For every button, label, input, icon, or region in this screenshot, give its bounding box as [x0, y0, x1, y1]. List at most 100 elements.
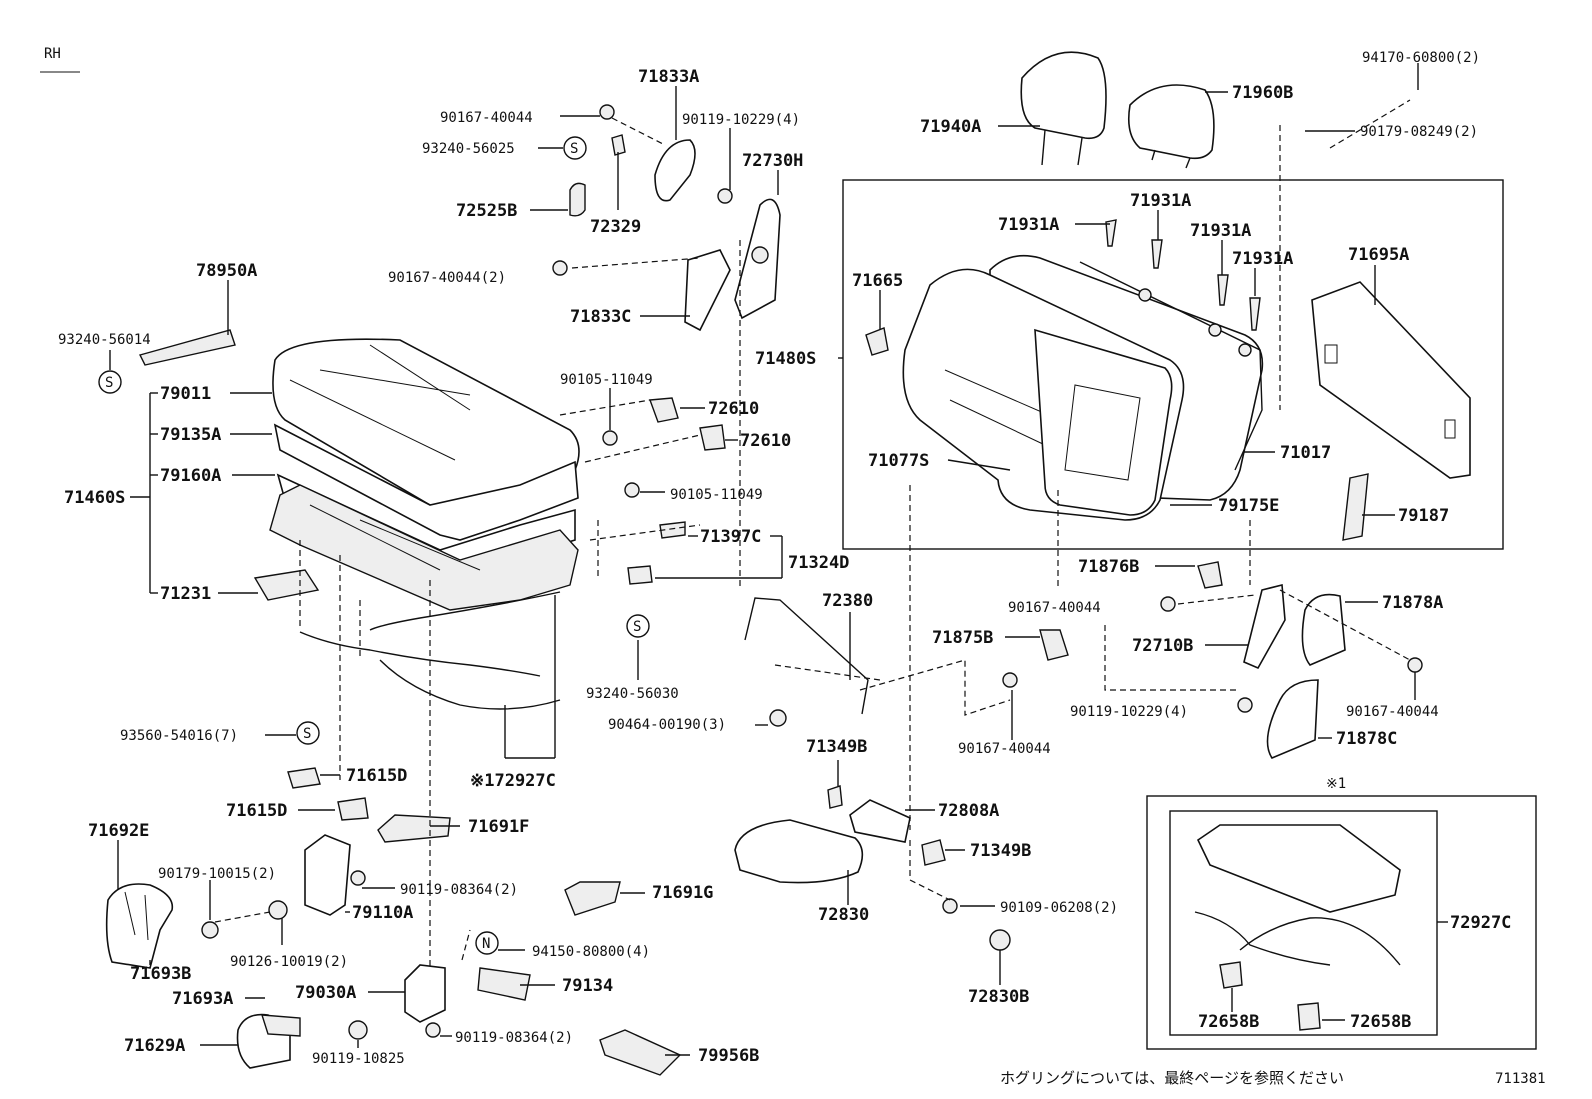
cover-79956b	[599, 1029, 682, 1076]
cover-71691g	[564, 881, 621, 916]
screw-90167-40044-c	[1160, 596, 1176, 612]
label-71324d: 71324D	[788, 553, 849, 573]
bolt-90105-11049-a	[602, 430, 618, 446]
lever-78950a	[138, 329, 236, 366]
label-93560-54016: 93560-54016(7)	[120, 728, 238, 744]
label-94150-80800: 94150-80800(4)	[532, 944, 650, 960]
bracket-72808a	[849, 799, 911, 843]
screw-90167-40044-e	[1407, 657, 1423, 673]
label-90119-10825: 90119-10825	[312, 1051, 405, 1067]
label-90167-40044-e: 90167-40044	[1346, 704, 1439, 720]
screw-90109	[942, 898, 958, 914]
cap-71615d-b	[337, 797, 369, 821]
svg-text:S: S	[105, 375, 113, 391]
label-172927c: ※172927C	[470, 771, 556, 791]
label-71349b-a: 71349B	[806, 737, 867, 757]
label-72610-b: 72610	[740, 431, 791, 451]
label-90105-11049-b: 90105-11049	[670, 487, 763, 503]
label-90167-40044-a: 90167-40044	[440, 110, 533, 126]
label-71077s: 71077S	[868, 451, 929, 471]
label-71931a-b: 71931A	[1130, 191, 1191, 211]
label-71231: 71231	[160, 584, 211, 604]
label-90119-08364-a: 90119-08364(2)	[400, 882, 518, 898]
label-72808a: 72808A	[938, 801, 999, 821]
leader-lines	[109, 63, 1448, 1056]
label-90109-06208: 90109-06208(2)	[1000, 900, 1118, 916]
label-79135a: 79135A	[160, 425, 221, 445]
label-72830b: 72830B	[968, 987, 1029, 1007]
label-71460s: 71460S	[64, 488, 125, 508]
plate-79134	[477, 967, 531, 1001]
clip-71324d	[627, 565, 653, 585]
bolt-90119-08364-b	[425, 1022, 441, 1038]
cable-c	[379, 659, 561, 710]
label-79187: 79187	[1398, 506, 1449, 526]
label-90126-10019: 90126-10019(2)	[230, 954, 348, 970]
inset-latch-72658b-a	[1219, 961, 1243, 989]
inset-mark: ※1	[1326, 776, 1346, 792]
screw-90167-40044-d	[1002, 672, 1018, 688]
inset-latch-72658b-b	[1297, 1002, 1321, 1031]
band-90464	[769, 709, 787, 727]
label-71691g: 71691G	[652, 883, 713, 903]
label-71931a-c: 71931A	[1190, 221, 1251, 241]
cap-71349b-a	[827, 785, 843, 809]
label-71691f: 71691F	[468, 817, 529, 837]
latch-72610-b	[699, 424, 726, 451]
cover-71833a	[654, 139, 696, 202]
label-71833a: 71833A	[638, 67, 699, 87]
label-71017: 71017	[1280, 443, 1331, 463]
label-90167-40044-c: 90167-40044	[1008, 600, 1101, 616]
latch-72610-a	[649, 397, 679, 423]
cap-71349b-b	[921, 839, 946, 866]
n-symbol: N	[475, 931, 499, 955]
label-71878a: 71878A	[1382, 593, 1443, 613]
side-label: RH	[44, 46, 61, 62]
headrest-71940a	[1020, 51, 1107, 166]
label-90464-00190: 90464-00190(3)	[608, 717, 726, 733]
label-93240-56030: 93240-56030	[586, 686, 679, 702]
label-79134: 79134	[562, 976, 613, 996]
part-labels: 94170-60800(2) 90179-08249(2) 71960B 719…	[58, 50, 1511, 1067]
label-72710b: 72710B	[1132, 636, 1193, 656]
s-symbol-1: S	[563, 136, 587, 160]
svg-text:S: S	[570, 141, 578, 157]
label-72525b: 72525B	[456, 201, 517, 221]
cap-72830b	[989, 929, 1011, 951]
label-93240-56014: 93240-56014	[58, 332, 151, 348]
label-71665: 71665	[852, 271, 903, 291]
bolt-90119-08364-a	[350, 870, 366, 886]
label-90119-10229-b: 90119-10229(4)	[1070, 704, 1188, 720]
inset-cable-a	[1194, 911, 1331, 966]
board-71695a	[1311, 281, 1471, 479]
s-symbol-2: S	[98, 370, 122, 394]
bolt-90126	[268, 900, 288, 920]
inset-cable-b	[1239, 917, 1401, 966]
s-symbol-4: S	[296, 721, 320, 745]
inset-seat-frame	[1196, 824, 1401, 913]
armrest-72830	[734, 819, 864, 884]
bolt-90119-10229-a	[717, 188, 733, 204]
clip-72329	[611, 134, 626, 156]
hinge-72710b	[1243, 583, 1286, 670]
label-71480s: 71480S	[755, 349, 816, 369]
label-71397c: 71397C	[700, 527, 761, 547]
screw-90167-40044-b	[552, 260, 568, 276]
cap-71615d-a	[287, 767, 321, 789]
label-93240-56025: 93240-56025	[422, 141, 515, 157]
cover-71833c	[684, 249, 731, 332]
label-71349b-b: 71349B	[970, 841, 1031, 861]
figure-code: 711381	[1495, 1071, 1546, 1087]
label-71693b: 71693B	[130, 964, 191, 984]
screw-90167-40044-a	[599, 104, 615, 120]
label-71876b: 71876B	[1078, 557, 1139, 577]
bolt-90105-11049-b	[624, 482, 640, 498]
headrest-71960b	[1127, 84, 1215, 169]
bracket-71875b	[1039, 629, 1069, 661]
label-71695a: 71695A	[1348, 245, 1409, 265]
cover-71878c	[1266, 679, 1319, 759]
label-71615d-b: 71615D	[226, 801, 287, 821]
label-71693a: 71693A	[172, 989, 233, 1009]
label-90119-08364-b: 90119-08364(2)	[455, 1030, 573, 1046]
